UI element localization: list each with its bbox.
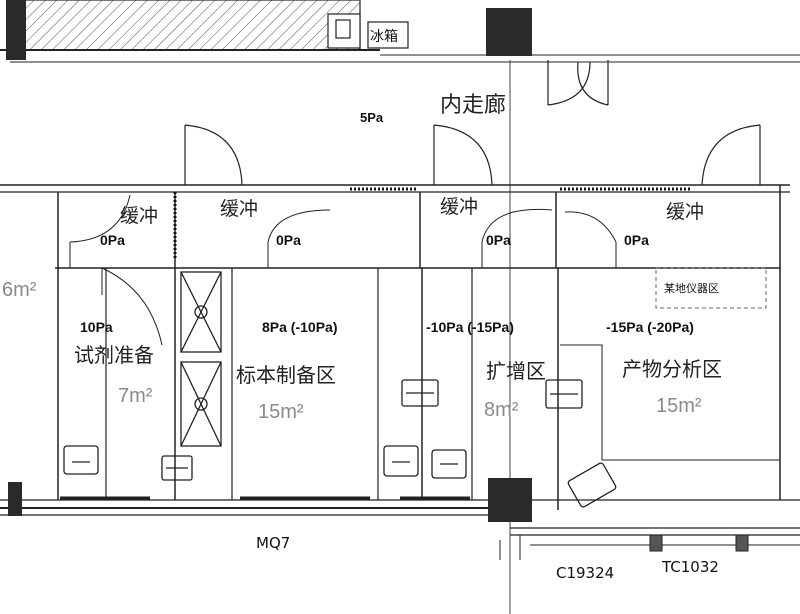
buffer-label-4: 缓冲 [666, 201, 704, 223]
pass-boxes [180, 271, 222, 447]
buffer-pressure-4: 0Pa [624, 232, 649, 248]
room-reagent-area: 7m² [118, 385, 153, 407]
room-analysis-pressure: -15Pa (-20Pa) [606, 319, 694, 335]
partial-room-area: 6m² [2, 279, 37, 301]
room-amplification-name: 扩增区 [486, 359, 546, 383]
equipment-symbols [63, 379, 617, 508]
room-specimen-area: 15m² [258, 401, 304, 423]
buffer-pressure-2: 0Pa [276, 232, 301, 248]
buffer-label-3: 缓冲 [440, 196, 478, 218]
window-tag-1: C19324 [556, 564, 614, 582]
buffer-pressure-1: 0Pa [100, 232, 125, 248]
room-reagent-name: 试剂准备 [74, 343, 154, 367]
instrument-zone-label: 某地仪器区 [664, 282, 719, 295]
dotted-markers [173, 187, 690, 260]
column-top-mid [486, 8, 532, 56]
fridge-label: 冰箱 [370, 29, 398, 45]
room-analysis-name: 产物分析区 [622, 357, 722, 381]
wall-tag: MQ7 [256, 534, 290, 552]
room-specimen-pressure: 8Pa (-10Pa) [262, 319, 337, 335]
fridge-box [327, 13, 361, 49]
buffer-label-1: 缓冲 [120, 205, 158, 227]
room-amplification-area: 8m² [484, 399, 519, 421]
main-rooms [101, 267, 780, 510]
instrument-zone-box [655, 267, 767, 309]
buffer-label-2: 缓冲 [220, 198, 258, 220]
column-bottom-left [8, 482, 22, 516]
hatched-bench [19, 0, 361, 51]
column-bottom [488, 478, 532, 522]
room-specimen-name: 标本制备区 [236, 363, 336, 387]
column-top-left [6, 0, 26, 60]
corridor-label: 内走廊 [440, 93, 506, 118]
room-reagent-pressure: 10Pa [80, 319, 113, 335]
bottom-walls [0, 496, 800, 560]
top-strip [0, 0, 800, 63]
room-amplification-pressure: -10Pa (-15Pa) [426, 319, 514, 335]
corridor-doors [184, 60, 761, 186]
fridge-label-box [367, 21, 409, 49]
corridor-pressure: 5Pa [360, 110, 384, 125]
window-tag-2: TC1032 [661, 558, 719, 576]
buffer-pressure-3: 0Pa [486, 232, 511, 248]
room-analysis-area: 15m² [656, 395, 702, 417]
